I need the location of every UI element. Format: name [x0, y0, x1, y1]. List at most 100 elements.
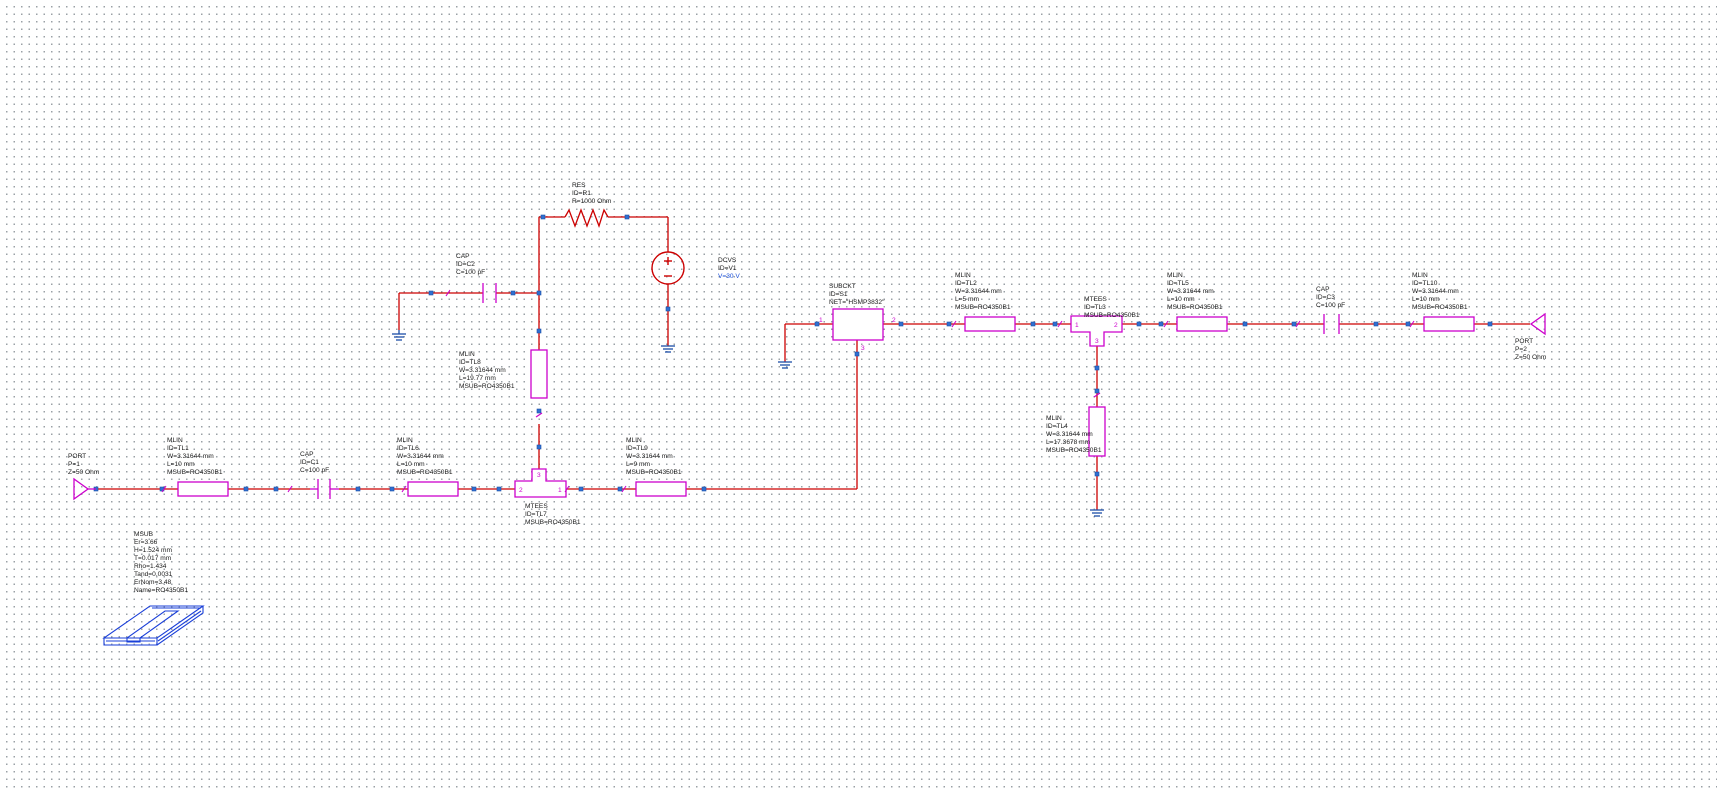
voltage-source-icon [651, 251, 685, 285]
mlin-tl10[interactable]: MLIN ID=TL10 W=3.31644 mm L=10 mm MSUB=R… [1409, 272, 1475, 332]
s1-net: NET="HSMP3832" [829, 299, 885, 306]
tl8-msub: MSUB=RO4350B1 [459, 383, 515, 390]
ground-s1 [778, 361, 792, 369]
c1-c: C=100 pF [300, 467, 329, 474]
c2-id: ID=C2 [456, 261, 475, 268]
c1-type: CAP [300, 451, 314, 458]
ground-c2 [392, 330, 406, 341]
tl5-type: MLIN [1167, 272, 1183, 279]
pin-label: 3 [1095, 338, 1099, 345]
msub-t: T=0.017 mm [134, 555, 172, 562]
pin-label: 1 [1075, 322, 1079, 329]
ground-v1 [661, 345, 675, 353]
msub-h: H=1.524 mm [134, 547, 172, 554]
port2-z: Z=50 Ohm [1515, 354, 1547, 361]
tl2-id: ID=TL2 [955, 280, 977, 287]
port-2[interactable]: PORT P=2 Z=50 Ohm [1515, 312, 1547, 361]
tl5-msub: MSUB=RO4350B1 [1167, 304, 1223, 311]
cap-c1[interactable]: CAP ID=C1 C=100 pF [287, 451, 339, 499]
tl2-l: L=5 mm [955, 296, 980, 303]
v1-id: ID=V1 [718, 265, 737, 272]
c3-c: C=100 pF [1316, 302, 1345, 309]
tl3-msub: MSUB=RO4350B1 [1084, 312, 1140, 319]
c2-type: CAP [456, 253, 470, 260]
tee-body [514, 468, 567, 498]
tl4-w: W=3.31644 mm [1046, 431, 1093, 438]
pin-label: 1 [558, 487, 562, 494]
port2-type: PORT [1515, 338, 1533, 345]
tl8-type: MLIN [459, 351, 475, 358]
mlin-tl6[interactable]: MLIN ID=TL6 W=3.31644 mm L=10 mm MSUB=RO… [397, 437, 459, 497]
tl7-type: MTEES [525, 503, 548, 510]
tl6-msub: MSUB=RO4350B1 [397, 469, 453, 476]
msub-tand: Tand=0.0031 [134, 571, 173, 578]
mlin-body [1176, 316, 1228, 332]
tl1-id: ID=TL1 [167, 445, 189, 452]
port1-p: P=1 [68, 461, 80, 468]
port-icon [1529, 312, 1546, 336]
tl6-id: ID=TL6 [397, 445, 419, 452]
s1-id: ID=S1 [829, 291, 848, 298]
tl6-w: W=3.31644 mm [397, 453, 444, 460]
cap-c3[interactable]: CAP ID=C3 C=100 pF [1295, 286, 1345, 334]
msub-type: MSUB [134, 531, 154, 538]
ground-tl4 [1090, 509, 1104, 517]
tl2-w: W=3.31644 mm [955, 288, 1002, 295]
tl1-w: W=3.31644 mm [167, 453, 214, 460]
subckt-s1[interactable]: 1 2 3 SUBCKT ID=S1 NET="HSMP3832" [819, 283, 896, 352]
msub-rho: Rho=1.434 [134, 563, 167, 570]
msub-ernom: ErNom=3.48 [134, 579, 172, 586]
mlin-tl8[interactable]: MLIN ID=TL8 W=3.31644 mm L=19.77 mm MSUB… [459, 349, 548, 418]
dcvs-v1[interactable]: DCVS ID=V1 V=30 V [651, 251, 740, 285]
mlin-tl1[interactable]: MLIN ID=TL1 W=3.31644 mm L=10 mm MSUB=RO… [161, 437, 229, 497]
pin-label: 2 [892, 317, 896, 324]
pin-label: 3 [861, 345, 865, 352]
cap-c2[interactable]: CAP ID=C2 C=100 pF [445, 253, 497, 303]
substrate-icon [102, 605, 205, 646]
mtees-tl7[interactable]: 2 1 3 MTEES ID=TL7 MSUB=RO4350B1 [514, 468, 581, 526]
tl3-type: MTEES [1084, 296, 1107, 303]
v1-type: DCVS [718, 257, 737, 264]
tl6-l: L=10 mm [397, 461, 425, 468]
tl5-l: L=10 mm [1167, 296, 1195, 303]
tl10-l: L=10 mm [1412, 296, 1440, 303]
r1-type: RES [572, 182, 586, 189]
tl4-msub: MSUB=RO4350B1 [1046, 447, 1102, 454]
tl7-msub: MSUB=RO4350B1 [525, 519, 581, 526]
connection-nodes [93, 214, 1493, 492]
tl1-type: MLIN [167, 437, 183, 444]
msub-substrate[interactable]: MSUB Er=3.66 H=1.524 mm T=0.017 mm Rho=1… [102, 531, 205, 646]
res-r1[interactable]: RES ID=R1 R=1000 Ohm [564, 182, 612, 229]
mtees-tl3[interactable]: 1 2 3 MTEES ID=TL3 MSUB=RO4350B1 [1057, 296, 1140, 347]
mlin-body [1088, 406, 1106, 457]
port2-p: P=2 [1515, 346, 1527, 353]
tl10-type: MLIN [1412, 272, 1428, 279]
mlin-tl9[interactable]: MLIN ID=TL9 W=3.31644 mm L=9 mm MSUB=RO4… [621, 437, 687, 497]
tl1-msub: MSUB=RO4350B1 [167, 469, 223, 476]
tl9-type: MLIN [626, 437, 642, 444]
mlin-body [177, 481, 229, 497]
msub-name: Name=RO4350B1 [134, 587, 188, 594]
pin-label: 1 [819, 317, 823, 324]
tl4-id: ID=TL4 [1046, 423, 1068, 430]
r1-r: R=1000 Ohm [572, 198, 612, 205]
mlin-tl2[interactable]: MLIN ID=TL2 W=3.31644 mm L=5 mm MSUB=RO4… [951, 272, 1016, 332]
mlin-body [635, 481, 687, 497]
tee-body [1070, 315, 1123, 347]
tl4-l: L=17.3678 mm [1046, 439, 1091, 446]
tl10-msub: MSUB=RO4350B1 [1412, 304, 1468, 311]
tl5-id: ID=TL5 [1167, 280, 1189, 287]
tl6-type: MLIN [397, 437, 413, 444]
port-1[interactable]: PORT P=1 Z=50 Ohm [68, 453, 100, 501]
tl9-msub: MSUB=RO4350B1 [626, 469, 682, 476]
mlin-tl4[interactable]: MLIN ID=TL4 W=3.31644 mm L=17.3678 mm MS… [1046, 392, 1106, 457]
tl5-w: W=3.31644 mm [1167, 288, 1214, 295]
msub-er: Er=3.66 [134, 539, 158, 546]
mlin-tl5[interactable]: MLIN ID=TL5 W=3.31644 mm L=10 mm MSUB=RO… [1163, 272, 1228, 332]
tl7-id: ID=TL7 [525, 511, 547, 518]
pin-label: 2 [519, 487, 523, 494]
tl8-l: L=19.77 mm [459, 375, 496, 382]
tl2-type: MLIN [955, 272, 971, 279]
mlin-body [964, 316, 1016, 332]
